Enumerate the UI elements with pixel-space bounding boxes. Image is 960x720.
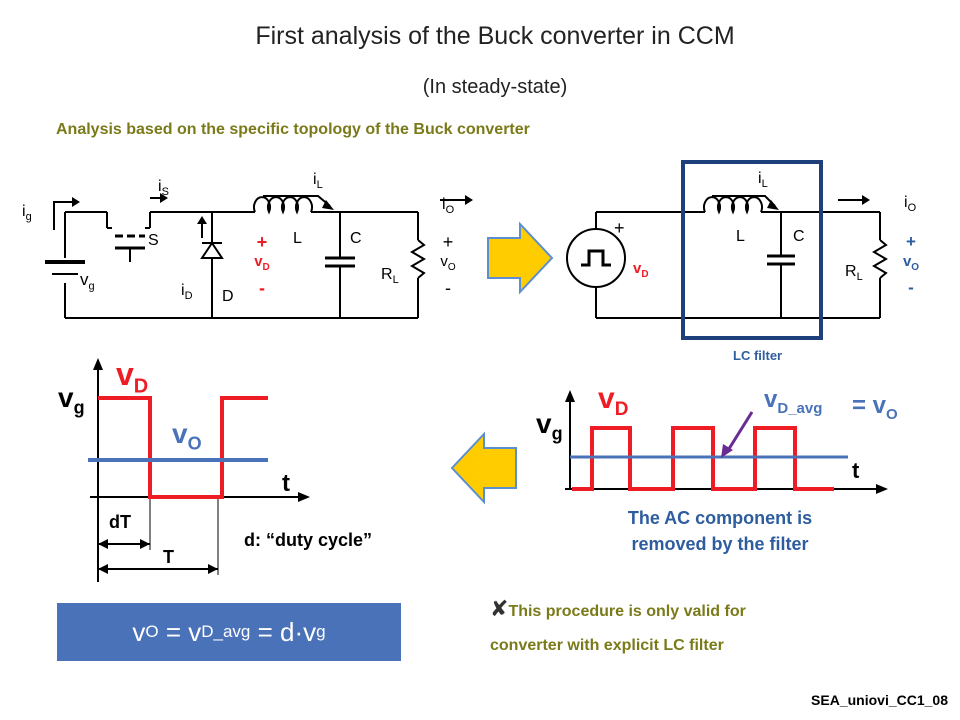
lc-filter-box (681, 160, 823, 340)
buck-circuit-arrowheads (72, 193, 473, 224)
label-il-2: iL (758, 170, 768, 191)
label-io-2: iO (904, 194, 917, 215)
label-inductor-l-2: L (736, 228, 745, 245)
label-vd-source: vD (633, 260, 649, 280)
left-arrow-icon (450, 431, 517, 505)
waveform1-dims (149, 497, 219, 575)
label-switch-s: S (148, 232, 159, 249)
wf2-equals-vo-label: = vO (852, 392, 898, 423)
label-vg: vg (80, 270, 95, 293)
page-subtitle: (In steady-state) (422, 76, 568, 98)
label-id: iD (181, 282, 193, 303)
wf1-dT-label: dT (109, 512, 131, 532)
label-rl-2: RL (845, 263, 863, 284)
lc-circuit (566, 195, 888, 319)
wf1-vd-label: vD (116, 356, 149, 398)
label-il: iL (313, 171, 323, 192)
waveform2-axis-arrowheads (565, 390, 888, 494)
wf2-t-label: t (852, 458, 860, 483)
label-io: iO (442, 196, 455, 217)
ac-component-note: The AC component is removed by the filte… (627, 508, 813, 554)
label-ig: ig (22, 203, 32, 224)
label-capacitor-c-2: C (793, 228, 805, 245)
avg-pointer-arrowhead (721, 444, 733, 458)
analysis-heading: Analysis based on the specific topology … (56, 121, 530, 138)
avg-pointer-line (725, 411, 754, 453)
label-capacitor-c: C (350, 230, 362, 247)
cross-icon: ✘ (490, 596, 509, 621)
wf1-vg-label: vg (58, 382, 85, 418)
validity-note: ✘This procedure is only valid for conver… (490, 596, 746, 654)
waveform1-axis-arrowheads (93, 358, 310, 574)
page-title: First analysis of the Buck converter in … (255, 22, 735, 50)
wf2-vd-label: vD (598, 382, 629, 420)
label-inductor-l: L (293, 230, 302, 247)
lc-circuit-arrowheads (767, 195, 870, 210)
duty-cycle-note: d: “duty cycle” (244, 530, 373, 550)
label-is: iS (158, 178, 169, 199)
wf2-vg-label: vg (536, 408, 563, 444)
wf1-t-label: t (282, 470, 290, 497)
source-plus-label: + (614, 218, 625, 238)
waveform2-vd-trace (572, 426, 834, 491)
wf1-vo-label: vO (172, 418, 202, 454)
vd-polarity-label: + vD - (254, 232, 270, 298)
lc-filter-label: LC filter (733, 348, 783, 363)
footer-code: SEA_uniovi_CC1_08 (811, 692, 948, 708)
label-rl: RL (381, 266, 399, 287)
vo-polarity-label-2: + vO - (902, 232, 920, 297)
label-diode-d: D (222, 288, 234, 305)
vo-polarity-label: + vO - (440, 232, 456, 298)
buck-circuit (45, 195, 465, 319)
wf1-T-label: T (163, 547, 174, 567)
right-arrow-icon (487, 221, 554, 295)
wf2-vd-avg-label: vD_avg (764, 386, 823, 417)
waveform1-vd-trace (98, 396, 268, 499)
